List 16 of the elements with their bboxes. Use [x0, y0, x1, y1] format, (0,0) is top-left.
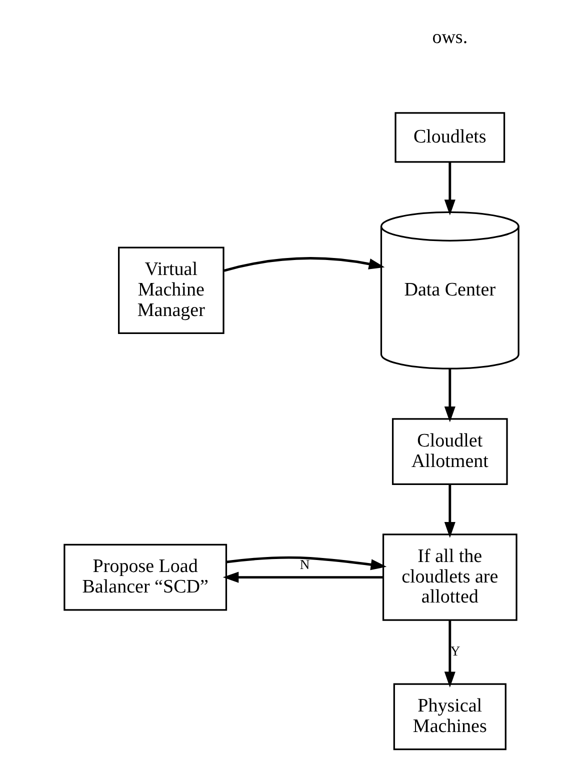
node-box: Cloudlets [394, 112, 505, 163]
arrow [444, 368, 455, 422]
arrow [444, 162, 455, 216]
edge-label: Y [450, 643, 460, 658]
node-box: If all the cloudlets are allotted [382, 534, 517, 621]
arrow [444, 484, 455, 538]
edge-label: N [299, 557, 310, 572]
node-box: Cloudlet Allotment [391, 418, 508, 485]
node-box: Propose Load Balancer “SCD” [63, 544, 227, 611]
label: ows. [432, 27, 468, 48]
node-box: Physical Machines [392, 683, 506, 750]
arrow [222, 572, 382, 583]
arrow [223, 257, 384, 272]
arrow [444, 620, 455, 688]
arrow [226, 556, 386, 570]
node-box: Virtual Machine Manager [118, 246, 224, 334]
